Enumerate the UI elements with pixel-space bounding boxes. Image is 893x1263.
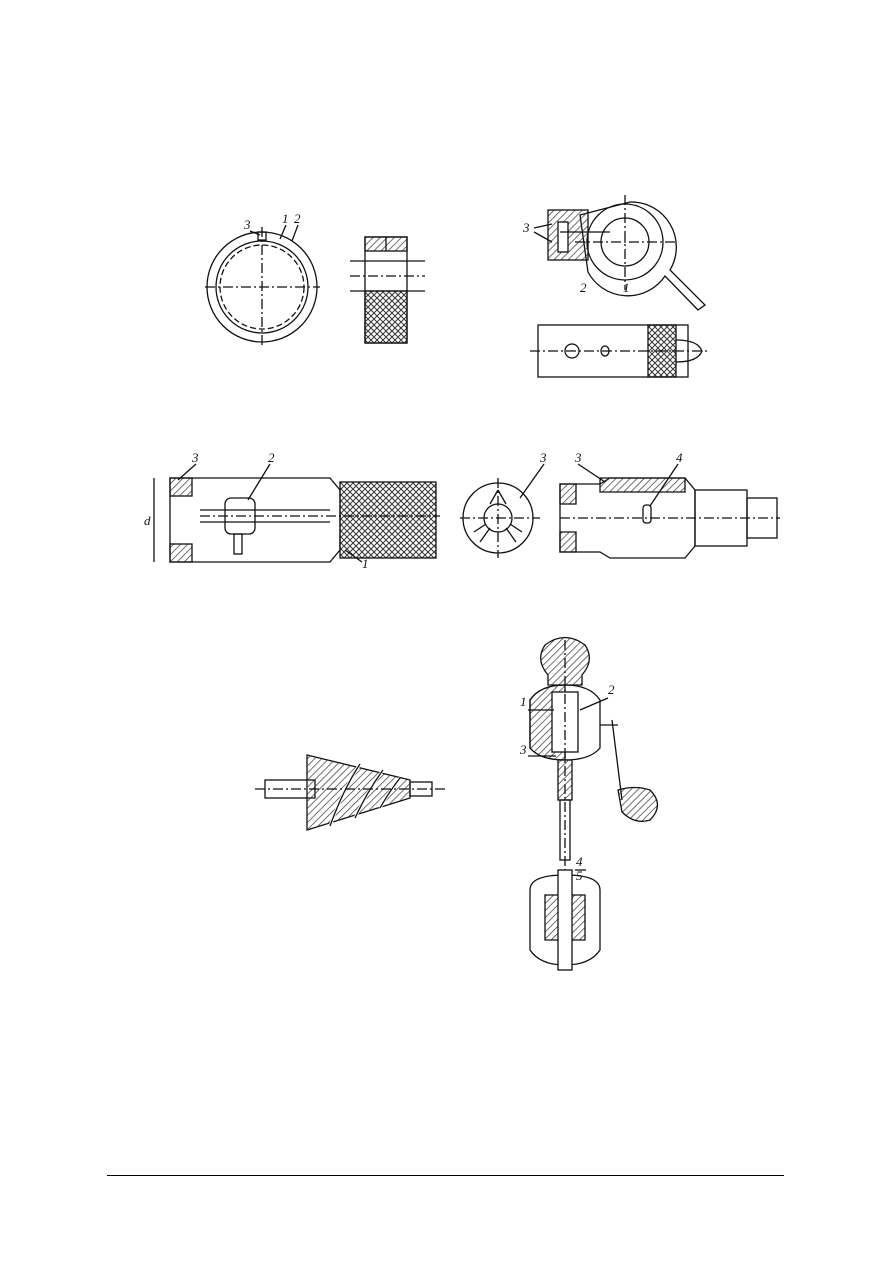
mandrel-label-1: 1 [362, 556, 369, 571]
dividing-head-label-1: 1 [520, 694, 527, 709]
mandrel-label-2: 2 [268, 450, 275, 465]
ring-clamp-label-3: 3 [243, 217, 251, 232]
dividing-head-label-3: 3 [519, 742, 527, 757]
collet-label-3b: 3 [574, 450, 582, 465]
ring-clamp-figure: 3 1 2 [200, 205, 450, 360]
split-lever-label-3: 3 [522, 220, 530, 235]
collet-label-3a: 3 [539, 450, 547, 465]
ring-clamp-label-2: 2 [294, 211, 301, 226]
dividing-head-label-5: 5 [576, 868, 583, 883]
collet-figure: 3 3 4 [460, 450, 780, 580]
dividing-head-label-2: 2 [608, 682, 615, 697]
cone-lap-figure [255, 740, 445, 840]
dividing-head-label-4: 4 [576, 854, 583, 869]
ring-clamp-label-1: 1 [282, 211, 289, 226]
footer-rule [107, 1175, 784, 1176]
split-lever-figure: 3 2 1 [520, 180, 720, 380]
split-lever-label-1: 1 [623, 280, 630, 295]
mandrel-figure: d 3 2 1 [140, 450, 450, 580]
split-lever-label-2: 2 [580, 280, 587, 295]
mandrel-label-3: 3 [191, 450, 199, 465]
collet-label-4: 4 [676, 450, 683, 465]
mandrel-label-d: d [144, 513, 151, 528]
dividing-head-figure: 1 2 3 4 5 [500, 630, 700, 980]
